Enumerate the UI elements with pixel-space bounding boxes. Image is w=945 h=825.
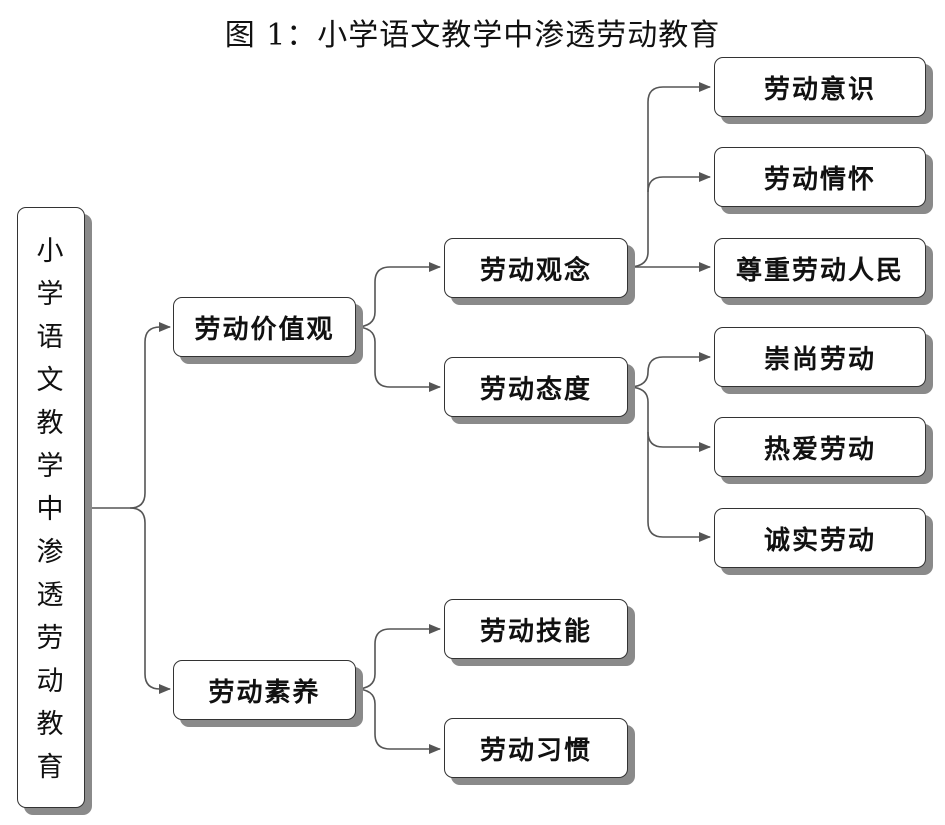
root-char: 育 bbox=[36, 752, 66, 783]
node-respect-laborers: 尊重劳动人民 bbox=[714, 238, 926, 298]
connector-literacy-to-habits bbox=[354, 688, 441, 754]
connector-attitude-to-honest bbox=[647, 432, 711, 542]
connector-concept-to-sentiment bbox=[647, 172, 711, 193]
root-char: 劳 bbox=[36, 623, 66, 654]
root-char: 文 bbox=[36, 365, 66, 396]
root-char: 语 bbox=[36, 322, 66, 353]
root-char: 教 bbox=[36, 709, 66, 740]
connector-attitude-to-revere bbox=[627, 352, 711, 388]
root-char: 学 bbox=[36, 279, 66, 310]
root-char: 动 bbox=[36, 666, 66, 697]
root-node: 小学语文教学中渗透劳动教育 bbox=[17, 207, 85, 808]
node-labor-skills: 劳动技能 bbox=[444, 599, 628, 659]
node-labor-literacy: 劳动素养 bbox=[173, 660, 356, 720]
root-char: 学 bbox=[36, 451, 66, 482]
node-labor-attitude: 劳动态度 bbox=[444, 357, 628, 417]
root-char: 渗 bbox=[36, 537, 66, 568]
connector-attitude-to-love bbox=[627, 386, 711, 452]
node-labor-sentiment: 劳动情怀 bbox=[714, 147, 926, 207]
diagram-title: 图 1：小学语文教学中渗透劳动教育 bbox=[224, 18, 721, 53]
node-honest-labor: 诚实劳动 bbox=[714, 508, 926, 568]
connector-values-to-concept bbox=[354, 262, 441, 328]
root-char: 小 bbox=[36, 236, 66, 267]
root-char: 教 bbox=[36, 408, 66, 439]
node-labor-concept: 劳动观念 bbox=[444, 238, 628, 298]
node-labor-habits: 劳动习惯 bbox=[444, 718, 628, 778]
connector-concept-to-awareness bbox=[627, 82, 711, 268]
node-labor-awareness: 劳动意识 bbox=[714, 57, 926, 117]
connector-literacy-to-skills bbox=[354, 624, 441, 690]
node-revere-labor: 崇尚劳动 bbox=[714, 327, 926, 387]
root-char: 中 bbox=[36, 494, 66, 525]
root-char: 透 bbox=[36, 580, 66, 611]
node-labor-values: 劳动价值观 bbox=[173, 297, 356, 357]
connector-root-to-values bbox=[88, 322, 171, 509]
connector-root-to-literacy bbox=[129, 507, 171, 694]
connector-values-to-attitude bbox=[354, 326, 441, 392]
node-love-labor: 热爱劳动 bbox=[714, 417, 926, 477]
